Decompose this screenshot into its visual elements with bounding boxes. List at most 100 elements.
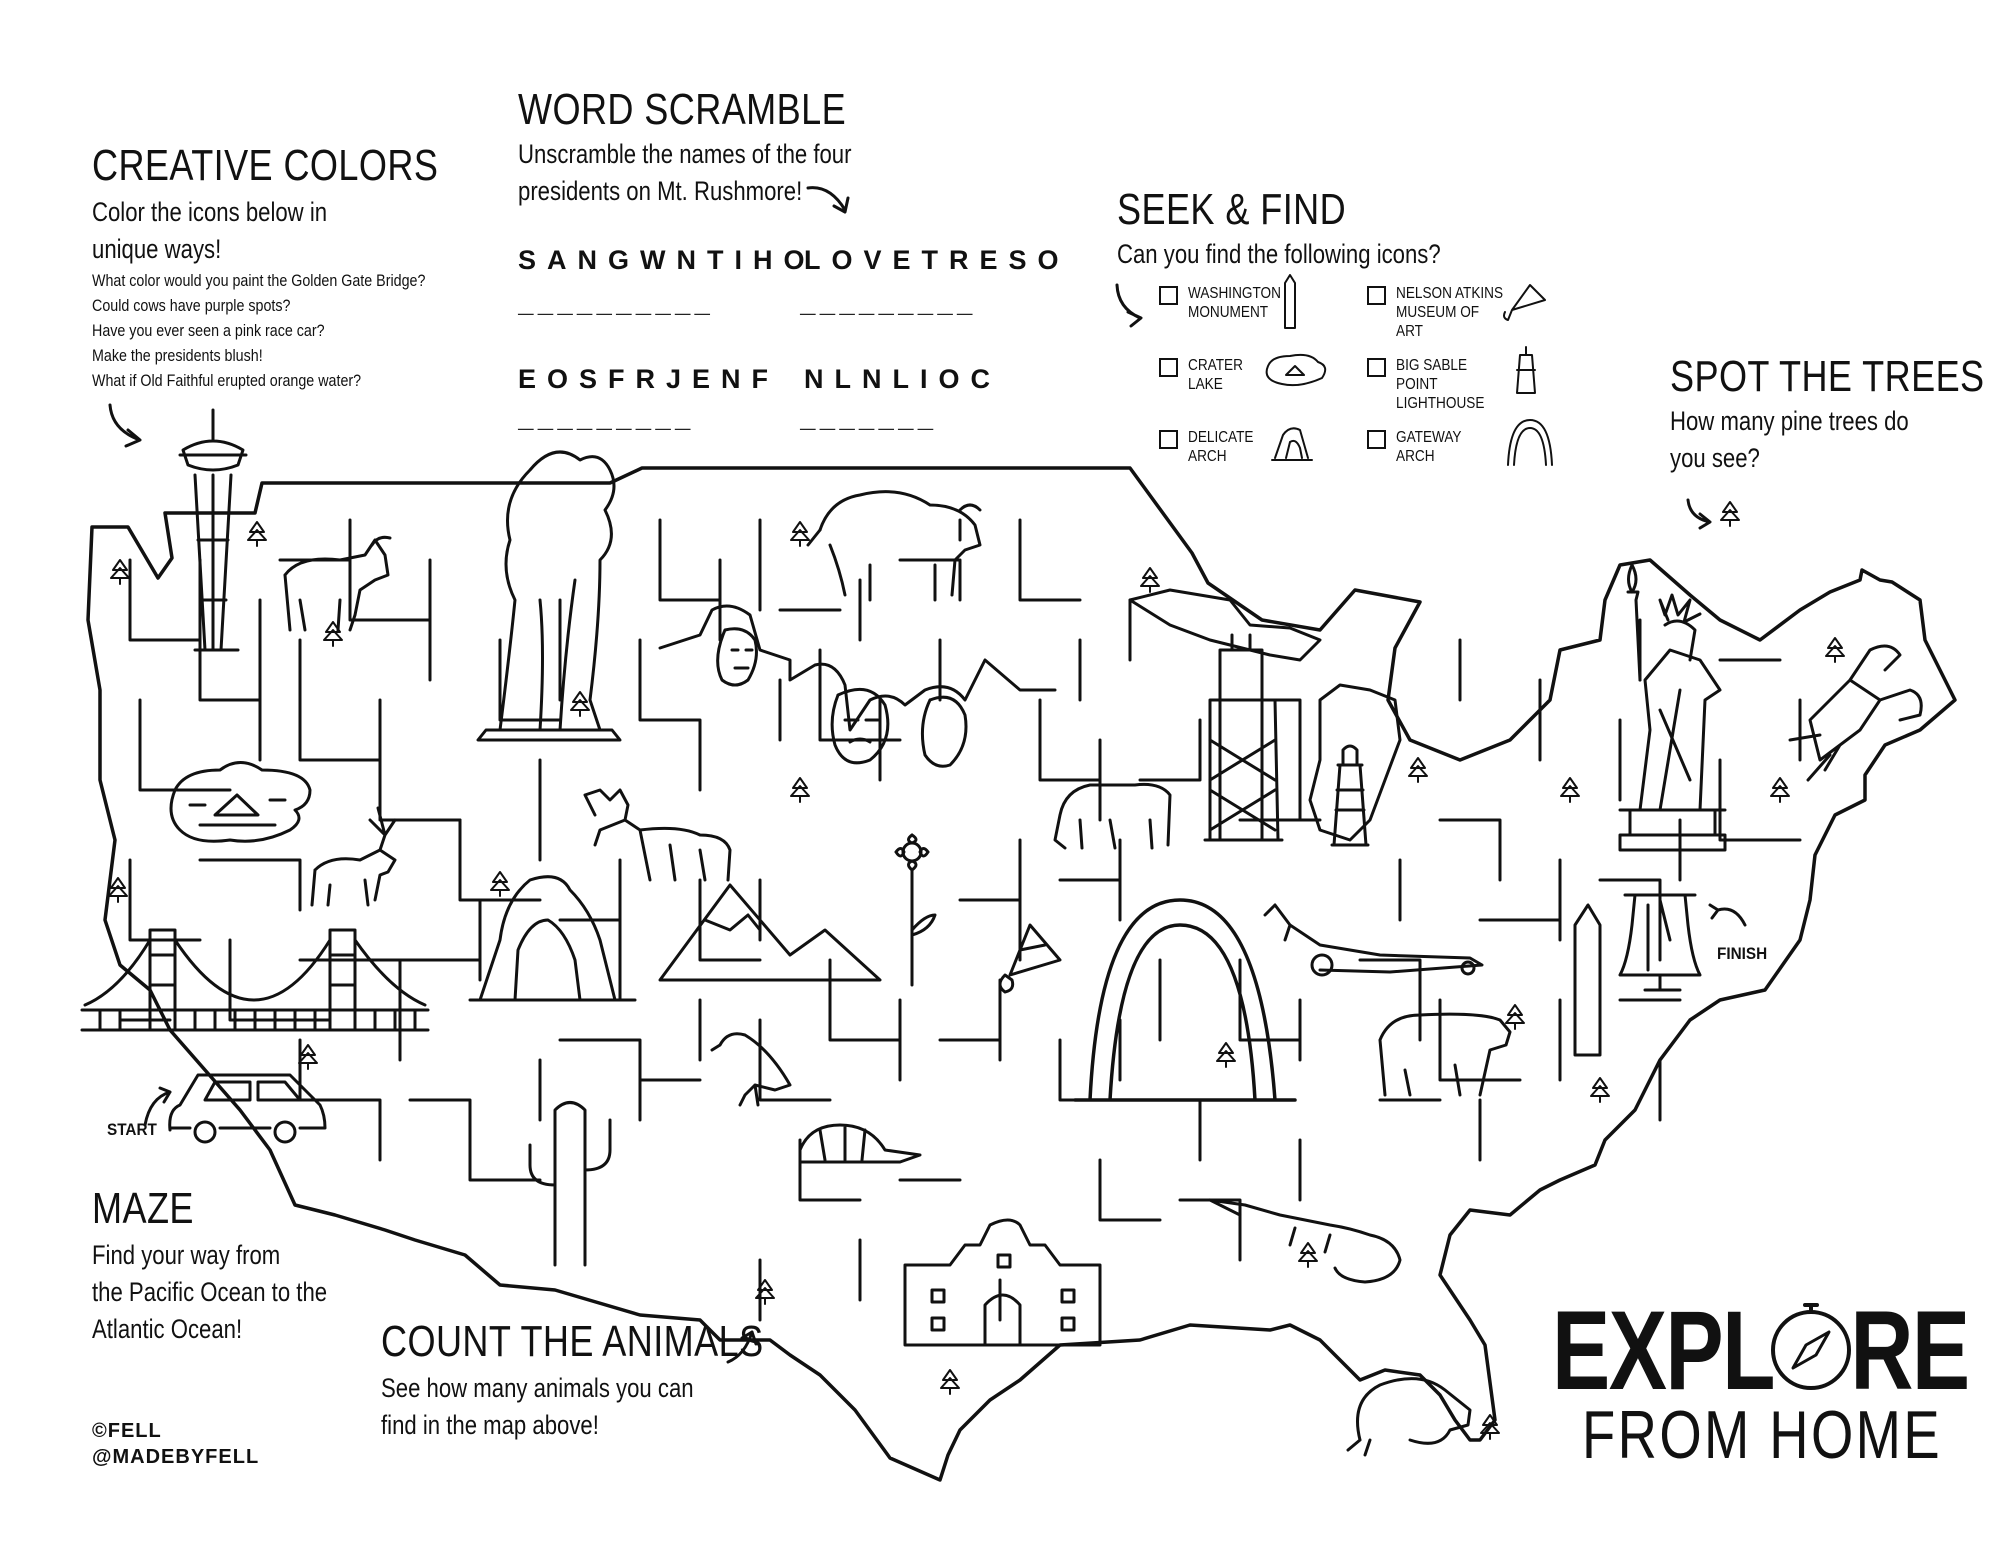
- seek-find-item[interactable]: CRATER LAKE: [1159, 356, 1318, 394]
- deer-icon: [310, 806, 397, 907]
- maze-walls: [118, 518, 1802, 1322]
- seek-find-label: GATEWAY ARCH: [1396, 429, 1462, 465]
- pine-tree-icon: [1560, 777, 1580, 803]
- pine-tree-icon: [1480, 1414, 1500, 1440]
- seek-find-section: SEEK & FIND Can you find the following i…: [1117, 186, 1512, 273]
- answer-blanks[interactable]: _________: [800, 290, 977, 320]
- pine-tree-icon: [1408, 757, 1428, 783]
- pine-tree-icon: [790, 521, 810, 547]
- alamo-icon: [903, 1218, 1102, 1347]
- pine-tree-icon: [490, 871, 510, 897]
- scrambled-word: NLNLIOC: [804, 364, 1001, 394]
- checkbox[interactable]: [1367, 358, 1386, 377]
- checkbox[interactable]: [1159, 286, 1178, 305]
- seek-find-title: SEEK & FIND: [1117, 185, 1347, 234]
- word-scramble-section: WORD SCRAMBLE Unscramble the names of th…: [518, 86, 925, 210]
- bear-icon: [1378, 1012, 1512, 1097]
- old-faithful-geyser-icon: [476, 450, 622, 742]
- crater-lake-icon: [169, 761, 312, 843]
- seek-find-label: NELSON ATKINS MUSEUM OF ART: [1396, 285, 1504, 340]
- credit: ©FELL @MADEBYFELL: [92, 1418, 259, 1470]
- creative-colors-prompt: Could cows have purple spots?: [92, 296, 291, 315]
- answer-blanks[interactable]: _______: [800, 405, 938, 435]
- michigan-lower: [1308, 683, 1402, 842]
- creative-colors-section: CREATIVE COLORS Color the icons below in…: [92, 142, 514, 393]
- pine-tree-icon: [1216, 1042, 1236, 1068]
- willis-tower-icon: [1203, 633, 1284, 842]
- seek-find-subtitle: Can you find the following icons?: [1117, 239, 1441, 269]
- checkbox[interactable]: [1159, 358, 1178, 377]
- bird-icon: [710, 1032, 792, 1107]
- maze-section: MAZE Find your way from the Pacific Ocea…: [92, 1185, 379, 1348]
- spot-trees-line-1: How many pine trees do: [1670, 406, 1909, 436]
- count-animals-title: COUNT THE ANIMALS: [381, 1317, 764, 1366]
- car-icon: [168, 1073, 327, 1144]
- michigan-upper: [1128, 588, 1322, 662]
- pine-tree-icon: [1140, 567, 1160, 593]
- checkbox[interactable]: [1367, 430, 1386, 449]
- word-scramble-line-2: presidents on Mt. Rushmore!: [518, 176, 803, 206]
- pine-tree-icon: [298, 1044, 318, 1070]
- pine-tree-icon: [247, 521, 267, 547]
- word-scramble-line-1: Unscramble the names of the four: [518, 139, 852, 169]
- checkbox[interactable]: [1159, 430, 1178, 449]
- pine-tree-icon: [108, 877, 128, 903]
- seek-find-item[interactable]: WASHINGTON MONUMENT: [1159, 284, 1318, 322]
- seek-find-item[interactable]: GATEWAY ARCH: [1367, 428, 1526, 466]
- pine-tree-icon: [570, 691, 590, 717]
- alligator-icon: [1208, 1198, 1402, 1284]
- scrambled-word: LOVETRESO: [804, 245, 1070, 275]
- word-scramble-title: WORD SCRAMBLE: [518, 85, 847, 134]
- checkbox[interactable]: [1367, 286, 1386, 305]
- seek-find-icons: [1265, 274, 1553, 466]
- creative-colors-prompt: Make the presidents blush!: [92, 346, 263, 365]
- scrambled-word: SANGWNTIHO: [518, 245, 816, 275]
- gateway-arch-icon: [1507, 419, 1553, 466]
- pine-tree-icon: [940, 1369, 960, 1395]
- scrambled-word: EOSFRJENF: [518, 364, 780, 394]
- seek-find-item[interactable]: NELSON ATKINS MUSEUM OF ART: [1367, 284, 1526, 341]
- pine-tree-icon: [323, 621, 343, 647]
- answer-blanks[interactable]: _________: [518, 405, 695, 435]
- space-needle-icon: [178, 408, 248, 652]
- washington-monument-icon: [1573, 903, 1602, 1057]
- maze-line-3: Atlantic Ocean!: [92, 1314, 243, 1344]
- arrow-icon: [806, 186, 850, 214]
- brand-from-home: FROM HOME: [1582, 1397, 1943, 1473]
- seek-find-label: CRATER LAKE: [1188, 357, 1243, 393]
- cactus-icon: [528, 1101, 612, 1267]
- spot-trees-section: SPOT THE TREES How many pine trees do yo…: [1670, 353, 2000, 477]
- pine-tree-icon: [1298, 1242, 1318, 1268]
- lighthouse-icon: [1516, 346, 1536, 394]
- delicate-arch-icon: [1271, 427, 1313, 461]
- pine-tree-icon: [1590, 1077, 1610, 1103]
- arrow-icon: [1686, 498, 1712, 530]
- credit-line-2: @MADEBYFELL: [92, 1446, 260, 1468]
- spot-trees-title: SPOT THE TREES: [1670, 352, 1985, 401]
- bison-icon: [806, 490, 982, 602]
- manatee-icon: [1346, 1377, 1472, 1457]
- liberty-bell-icon: [1618, 893, 1702, 992]
- delicate-arch-icon: [468, 875, 637, 1002]
- maze-line-2: the Pacific Ocean to the: [92, 1277, 328, 1307]
- pine-trees: [108, 501, 1845, 1440]
- count-animals-line-1: See how many animals you can: [381, 1373, 694, 1403]
- sunflower-icon: [894, 833, 937, 987]
- arrow-icon: [1708, 903, 1747, 927]
- creative-colors-title: CREATIVE COLORS: [92, 141, 439, 190]
- mountains-icon: [658, 883, 882, 982]
- crater-lake-icon: [1265, 353, 1327, 387]
- maze-line-1: Find your way from: [92, 1240, 281, 1270]
- cow-icon: [1053, 783, 1172, 850]
- seek-find-item[interactable]: DELICATE ARCH: [1159, 428, 1318, 466]
- credit-line-1: ©FELL: [92, 1420, 162, 1442]
- answer-blanks[interactable]: __________: [518, 290, 715, 320]
- pine-tree-icon: [1825, 637, 1845, 663]
- shuttlecock-icon: [998, 923, 1062, 994]
- golden-gate-bridge-icon: [80, 928, 430, 1032]
- spot-trees-line-2: you see?: [1670, 443, 1760, 473]
- seek-find-item[interactable]: BIG SABLE POINT LIGHTHOUSE: [1367, 356, 1526, 413]
- mountain-goat-icon: [283, 535, 392, 632]
